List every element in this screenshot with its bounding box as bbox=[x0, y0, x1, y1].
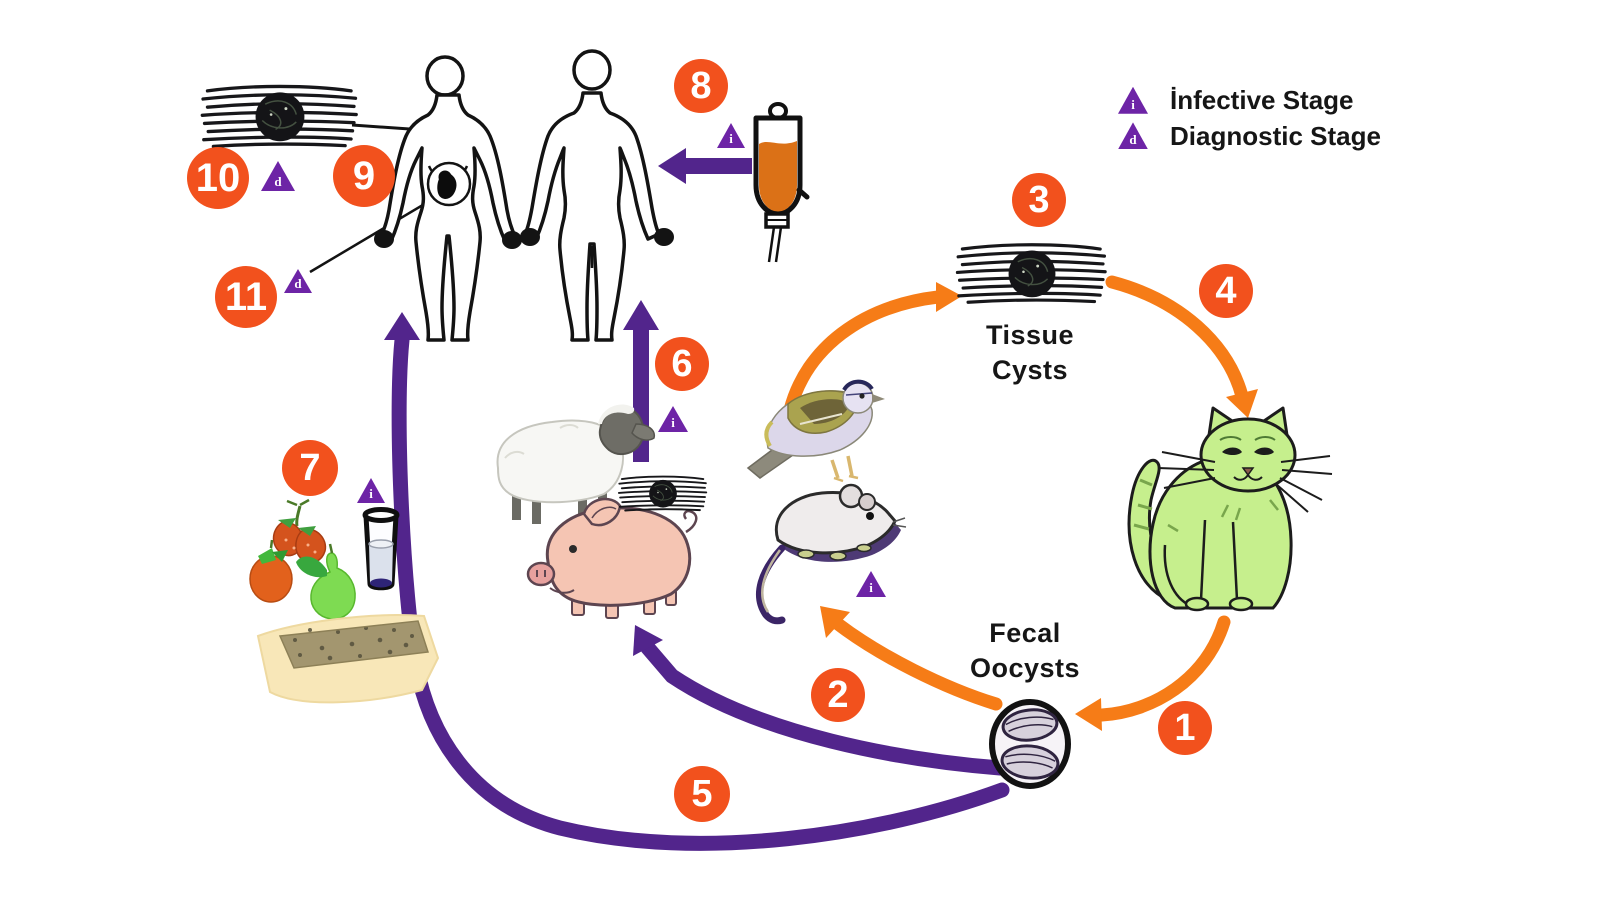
stage-badge-10: 10 bbox=[187, 147, 249, 209]
arrow-stage1-cat-to-oocysts bbox=[1075, 615, 1231, 731]
mouse-figure bbox=[756, 483, 907, 625]
arrow-stage5-oocysts-to-human bbox=[384, 312, 1010, 851]
leader-line-fetus-to-marker bbox=[309, 194, 439, 274]
stage-badge-4: 4 bbox=[1199, 264, 1253, 318]
stage-badge-11: 11 bbox=[215, 266, 277, 328]
human-female-figure bbox=[374, 55, 522, 342]
stage-badge-2: 2 bbox=[811, 668, 865, 722]
human-male-figure bbox=[520, 49, 674, 342]
diagnostic-stage-marker-icon: d bbox=[1118, 122, 1148, 150]
hand bbox=[520, 228, 540, 246]
arrow-stage2-oocysts-to-mouse bbox=[820, 606, 1003, 711]
hand bbox=[654, 228, 674, 246]
persimmon bbox=[249, 555, 293, 603]
hand bbox=[502, 231, 522, 249]
stage-badge-3: 3 bbox=[1012, 173, 1066, 227]
legend-row-diagnostic: d Diagnostic Stage bbox=[1118, 120, 1381, 151]
litter-box-icon bbox=[256, 614, 440, 704]
fruit-icons bbox=[249, 498, 356, 620]
cat-figure bbox=[1127, 406, 1333, 612]
arrow-stage5-oocysts-to-pig bbox=[633, 625, 1008, 776]
legend-label-infective: İnfective Stage bbox=[1170, 85, 1354, 115]
stage-badge-8: 8 bbox=[674, 59, 728, 113]
arrow-stage8-transfusion-to-human bbox=[658, 148, 752, 184]
blood-bag-icon bbox=[753, 102, 810, 263]
arrow-stage3-prey-to-tissue-cysts bbox=[783, 282, 962, 417]
stage-badge-6: 6 bbox=[655, 337, 709, 391]
bird-figure bbox=[746, 379, 885, 483]
stage-badge-5: 5 bbox=[674, 766, 730, 822]
stage-badge-1: 1 bbox=[1158, 701, 1212, 755]
pear bbox=[296, 543, 356, 620]
oocyst-icon bbox=[989, 699, 1071, 789]
infective-stage-marker-icon: i bbox=[1118, 86, 1148, 114]
fetus-icon bbox=[437, 170, 457, 199]
hand bbox=[374, 230, 394, 248]
legend-label-diagnostic: Diagnostic Stage bbox=[1170, 120, 1381, 151]
legend-row-infective: i İnfective Stage bbox=[1118, 86, 1381, 115]
legend: i İnfective Stage d Diagnostic Stage bbox=[1118, 86, 1381, 157]
tissue-cyst-icon-meat bbox=[617, 475, 708, 512]
pig-figure bbox=[526, 497, 698, 619]
fecal-oocysts-label: Fecal Oocysts bbox=[969, 618, 1081, 683]
tissue-cyst-icon-stage3 bbox=[955, 243, 1107, 304]
stage-badge-7: 7 bbox=[282, 440, 338, 496]
water-glass-icon bbox=[362, 507, 400, 591]
tissue-cysts-label: Tissue Cysts bbox=[985, 320, 1075, 385]
arrow-stage4-tissue-cysts-to-cat bbox=[1105, 275, 1258, 418]
tissue-cyst-icon-human bbox=[200, 84, 358, 149]
stage-badge-9: 9 bbox=[333, 145, 395, 207]
